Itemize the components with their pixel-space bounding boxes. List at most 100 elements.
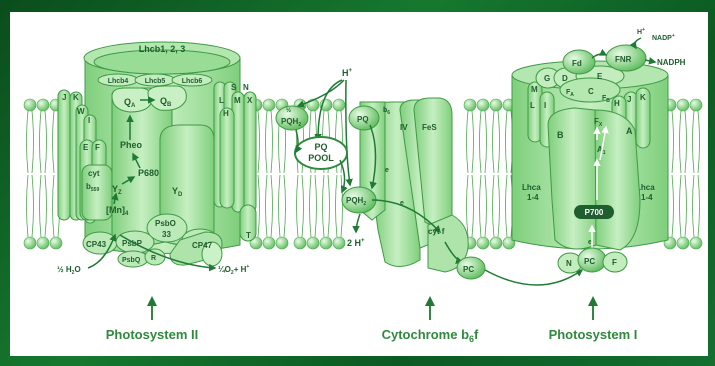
w-label: W: [77, 107, 85, 116]
i-label: I: [88, 116, 90, 125]
lipid-head: [24, 99, 36, 111]
lipid-head: [24, 237, 36, 249]
psi-b-label: B: [557, 130, 564, 140]
lipid-tail: [310, 175, 317, 237]
water-label: ½ H2O: [57, 265, 81, 276]
photosystem-ii: Lhcb1, 2, 3 Lhcb4 Lhcb5 Lhcb6 J K W I E …: [57, 42, 256, 342]
psi-e-label: E: [597, 72, 603, 81]
hplus-stroma-label: H+: [342, 68, 353, 78]
lipid-tail: [467, 111, 474, 173]
lipid-tail: [27, 175, 34, 237]
nadph-label: NADPH: [657, 58, 686, 67]
lipid-head: [690, 99, 702, 111]
photosystem-ii-caption: Photosystem II: [106, 327, 198, 342]
pq-b6f-label: PQ: [357, 115, 369, 124]
lipid-tail: [506, 175, 513, 237]
lipid-tail: [467, 175, 474, 237]
plastoquinone-pool: H+ ½ PQH2 PQ POOL: [276, 68, 353, 192]
photosystem-i-caption: Photosystem I: [549, 327, 638, 342]
lipid-head: [333, 99, 345, 111]
lipid-head: [490, 237, 502, 249]
cp43-label: CP43: [86, 240, 107, 249]
lipid-head: [263, 237, 275, 249]
lipid-tail: [40, 175, 47, 237]
iv-label: IV: [400, 123, 408, 132]
lipid-head: [320, 237, 332, 249]
lhcb123-label: Lhcb1, 2, 3: [139, 44, 186, 54]
e1-label: e: [385, 167, 389, 174]
lipid-head: [490, 99, 502, 111]
cp47-label: CP47: [192, 241, 213, 250]
lipid-tail: [27, 111, 34, 173]
fnr-label: FNR: [615, 55, 632, 64]
lipid-tail: [336, 175, 343, 237]
lhcb6-label: Lhcb6: [182, 78, 203, 85]
lipid-head: [37, 99, 49, 111]
lipid-head: [307, 237, 319, 249]
x-label: X: [247, 96, 253, 105]
lipid-head: [294, 237, 306, 249]
n-label: N: [243, 83, 249, 92]
e-label: E: [83, 143, 89, 152]
pq-pool-label-1: PQ: [314, 142, 327, 152]
lipid-tail: [297, 175, 304, 237]
lipid-tail: [323, 175, 330, 237]
m-label: M: [234, 96, 241, 105]
lhca-left-label-2: 1-4: [527, 193, 539, 202]
s-label: S: [231, 83, 237, 92]
lipid-tail: [266, 111, 273, 173]
psi-g-label: G: [544, 74, 550, 83]
lipid-tail: [279, 175, 286, 237]
photosystem-i: Lhca 1-4 Lhca 1-4 M L I H J K G D E C FA…: [512, 27, 686, 342]
psi-j-label: J: [627, 95, 631, 104]
fd-label: Fd: [572, 59, 582, 68]
psi-l-label: L: [530, 101, 535, 110]
psbp-label: PsbP: [122, 239, 143, 248]
lhcb5-label: Lhcb5: [145, 78, 166, 85]
pq-pool-label-2: POOL: [308, 153, 334, 163]
j-label: J: [62, 93, 66, 102]
lipid-tail: [480, 111, 487, 173]
psi-c-label: C: [588, 87, 594, 96]
lipid-tail: [266, 175, 273, 237]
lipid-tail: [493, 111, 500, 173]
psbq-label: PsbQ: [122, 257, 141, 264]
psi-m-label: M: [531, 85, 538, 94]
o2-label: ¼O2+ H+: [218, 264, 249, 276]
cytochrome-b6f-caption: Cytochrome b6f: [382, 327, 479, 344]
psi-f-label: F: [612, 258, 617, 267]
p680-label: P680: [138, 168, 159, 178]
lipid-tail: [480, 175, 487, 237]
nadp-label: NADP+: [652, 33, 675, 42]
lipid-head: [50, 237, 62, 249]
p700-label: P700: [585, 208, 604, 217]
t-label: T: [246, 231, 251, 240]
f-label: F: [95, 143, 100, 152]
lipid-head: [477, 99, 489, 111]
lipid-tail: [693, 111, 700, 173]
psbo-label: PsbO: [155, 219, 176, 228]
half-label: ½: [286, 107, 291, 114]
psi-d-label: D: [562, 74, 568, 83]
lipid-head: [690, 237, 702, 249]
fes-label: FeS: [422, 123, 437, 132]
psi-i-label: I: [544, 101, 546, 110]
psi-k-label: K: [640, 93, 646, 102]
lipid-tail: [680, 111, 687, 173]
lipid-head: [333, 237, 345, 249]
psi-n-label: N: [566, 259, 572, 268]
lipid-tail: [680, 175, 687, 237]
r-label: R: [151, 255, 156, 262]
lipid-head: [276, 237, 288, 249]
psi-hplus-label: H+: [637, 27, 645, 36]
k-label: K: [73, 93, 79, 102]
pheo-label: Pheo: [120, 140, 143, 150]
cyt-label: cyt: [88, 169, 100, 178]
lhca-left-label: Lhca: [522, 183, 541, 192]
lhcb4-label: Lhcb4: [108, 78, 129, 85]
pc-b6f-label: PC: [463, 265, 474, 274]
lipid-head: [263, 99, 275, 111]
cytf-label: cyt f: [428, 227, 445, 236]
lipid-head: [677, 237, 689, 249]
